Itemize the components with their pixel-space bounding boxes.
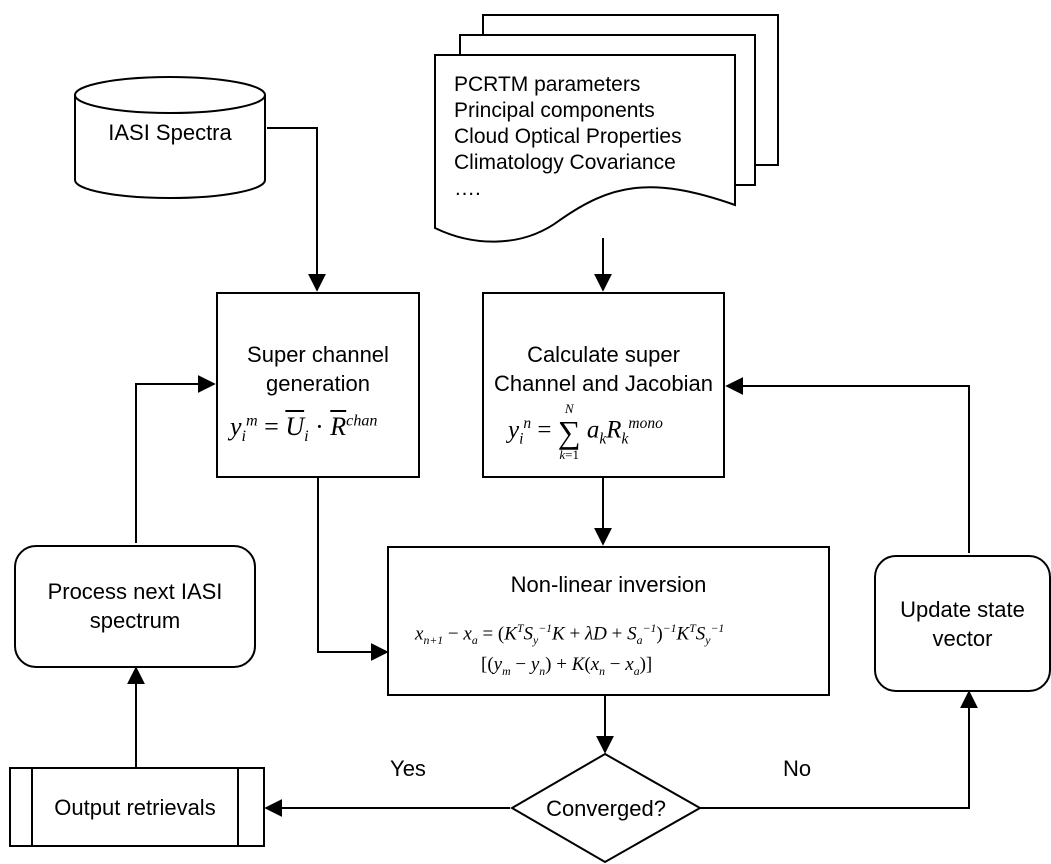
converged-diamond: [510, 752, 703, 864]
connectors: [127, 127, 978, 817]
process-next-box: Process next IASI spectrum: [14, 545, 256, 668]
edge-process-to-super: [135, 375, 216, 543]
doc-line: Principal components: [454, 99, 655, 122]
doc-line: Climatology Covariance: [454, 151, 676, 174]
calc-super-channel-formula: yin = N ∑ k=1 akRkmono: [508, 401, 663, 462]
input-documents-text: PCRTM parameters Principal components Cl…: [454, 72, 682, 202]
output-retrievals-shape: [9, 767, 265, 847]
converged-label: Converged?: [546, 796, 666, 821]
yes-label: Yes: [390, 756, 426, 781]
nonlinear-inversion-box: Non-linear inversion xn+1 − xa = (KTSy−1…: [387, 546, 830, 696]
edge-super-to-inversion: [317, 478, 389, 661]
update-state-box: Update state vector: [874, 555, 1051, 692]
update-state-label: Update state vector: [900, 597, 1025, 651]
super-channel-box: Super channel generation yim = Ui · Rcha…: [216, 292, 420, 478]
doc-line: Cloud Optical Properties: [454, 125, 682, 148]
iasi-spectra-label: IASI Spectra: [108, 120, 232, 145]
output-retrievals-label: Output retrievals: [54, 795, 216, 820]
edge-iasi-to-super: [267, 127, 326, 292]
process-next-label: Process next IASI spectrum: [47, 579, 223, 633]
super-channel-label: Super channel generation: [247, 342, 389, 396]
calc-super-channel-box: Calculate super Channel and Jacobian yin…: [482, 292, 725, 478]
doc-line: PCRTM parameters: [454, 73, 641, 96]
nonlinear-inversion-label: Non-linear inversion: [510, 572, 707, 597]
edge-update-to-calc: [725, 377, 970, 553]
input-documents: [434, 14, 779, 243]
super-channel-formula: yim = Ui · Rchan: [230, 412, 378, 446]
iasi-spectra-cylinder: [74, 76, 266, 199]
doc-line: ….: [454, 177, 481, 200]
calc-super-channel-label: Calculate super Channel and Jacobian: [494, 342, 713, 396]
inversion-formula-line-1: xn+1 − xa = (KTSy−1K + λD + Sa−1)−1KTSy−…: [415, 622, 725, 648]
edge-no-to-update: [700, 690, 978, 809]
inversion-formula-line-2: [(ym − yn) + K(xn − xa)]: [481, 654, 653, 678]
no-label: No: [782, 756, 812, 781]
